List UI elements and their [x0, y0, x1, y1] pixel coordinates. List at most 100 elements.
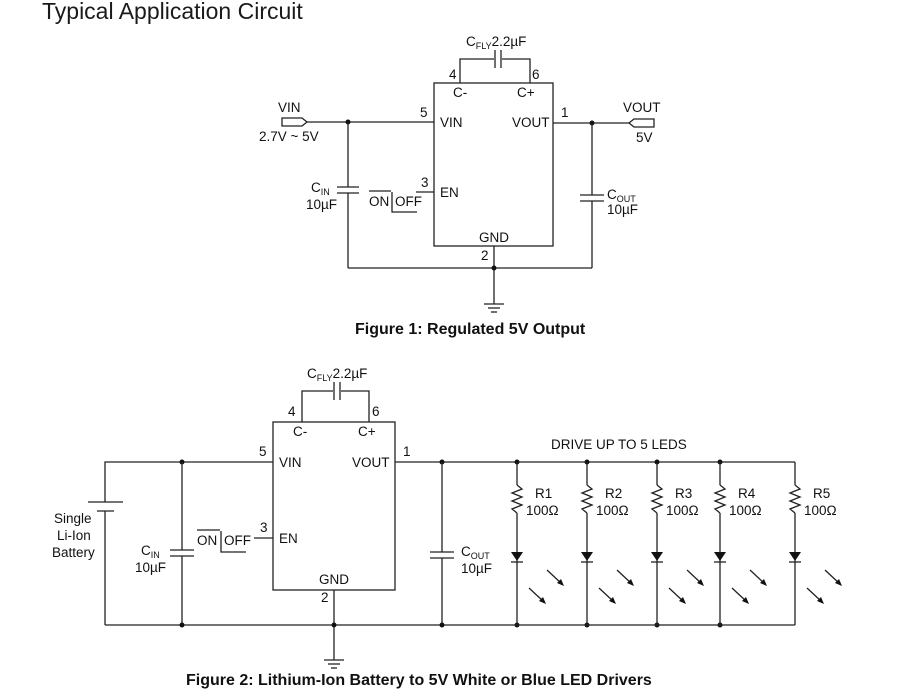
arrow-head — [627, 579, 634, 586]
resistor-icon — [713, 484, 727, 514]
light-arrow-icon — [806, 587, 824, 604]
arrow-head — [760, 579, 767, 586]
light-arrow-icon — [598, 587, 616, 604]
pin-name: VOUT — [352, 455, 390, 470]
resistor-icon — [650, 484, 664, 514]
light-arrow-icon — [528, 587, 546, 604]
junction-dot — [331, 622, 337, 628]
pin-name: C- — [293, 424, 307, 439]
page-title: Typical Application Circuit — [42, 0, 303, 24]
pin-num: 6 — [372, 404, 380, 419]
light-arrow-icon — [824, 569, 842, 586]
pin-name: C- — [453, 85, 467, 100]
light-arrow-icon — [749, 569, 767, 586]
resistor-name: R4 — [738, 486, 756, 501]
led-branch: R5 100Ω — [788, 462, 842, 625]
battery-label-line: Li-Ion — [57, 528, 91, 543]
switch-bracket — [220, 531, 246, 553]
cfly-wire-left — [301, 390, 333, 422]
arrow-head — [609, 597, 616, 604]
resistor-value: 100Ω — [729, 503, 762, 518]
arrow-head — [697, 579, 704, 586]
pin-num: 2 — [321, 590, 329, 605]
figure-2: CFLY2.2µF 4 6 C- C+ 5 VIN Single Li-Ion … — [52, 366, 842, 689]
cin-value: 10µF — [306, 197, 337, 212]
light-arrow-icon — [616, 569, 634, 586]
junction-dot — [439, 622, 445, 628]
battery-label-line: Single — [54, 511, 92, 526]
arrow-head — [557, 579, 564, 586]
led-diode-icon — [789, 552, 801, 561]
resistor-icon — [580, 484, 594, 514]
resistor-icon — [788, 484, 802, 514]
cfly-label: CFLY2.2µF — [307, 366, 367, 383]
pin-name: VOUT — [512, 115, 550, 130]
light-arrow-icon — [668, 587, 686, 604]
resistor-value: 100Ω — [666, 503, 699, 518]
led-branch: R1 100Ω — [510, 459, 564, 628]
led-diode-icon — [651, 552, 663, 561]
battery-icon — [88, 501, 123, 625]
vout-label: VOUT — [623, 100, 661, 115]
light-arrow-icon — [686, 569, 704, 586]
pin-name: VIN — [279, 455, 302, 470]
switch-on-label: ON — [197, 533, 217, 548]
vout-port-icon — [627, 118, 655, 128]
figure-1: CFLY2.2µF 4 6 C- C+ VIN 2.7V ~ 5V 5 VIN … — [259, 34, 661, 338]
junction-dot — [491, 265, 497, 271]
led-diode-icon — [714, 552, 726, 561]
pin-num: 2 — [481, 248, 489, 263]
arrow-head — [539, 597, 546, 604]
battery-label-line: Battery — [52, 545, 95, 560]
vin-port-icon — [281, 117, 309, 127]
pin-num: 6 — [532, 67, 540, 82]
vin-wire — [104, 461, 273, 502]
resistor-name: R1 — [535, 486, 552, 501]
led-header: DRIVE UP TO 5 LEDS — [551, 437, 687, 452]
light-arrow-icon — [731, 587, 749, 604]
pin-name: C+ — [517, 85, 535, 100]
resistor-name: R5 — [813, 486, 830, 501]
pin-num: 5 — [420, 105, 428, 120]
pin-num: 4 — [449, 67, 457, 82]
cfly-label: CFLY2.2µF — [466, 34, 526, 51]
resistor-value: 100Ω — [526, 503, 559, 518]
cout-label: COUT — [607, 187, 636, 204]
pin-name: GND — [479, 230, 509, 245]
pin-name: GND — [319, 572, 349, 587]
pin-name: EN — [279, 531, 298, 546]
cfly-wire-left — [459, 58, 494, 83]
pin-num: 5 — [259, 444, 267, 459]
pin-num: 3 — [260, 520, 268, 535]
resistor-icon — [510, 484, 524, 514]
switch-off-label: OFF — [224, 533, 251, 548]
led-branch: R4 100Ω — [713, 459, 767, 628]
ground-icon — [324, 659, 344, 669]
arrow-head — [817, 597, 824, 604]
pin-num: 3 — [421, 175, 429, 190]
resistor-value: 100Ω — [596, 503, 629, 518]
pin-name: EN — [440, 185, 459, 200]
light-arrow-icon — [546, 569, 564, 586]
pin-num: 4 — [288, 404, 296, 419]
resistor-value: 100Ω — [804, 503, 837, 518]
cout-value: 10µF — [607, 202, 638, 217]
switch-off-label: OFF — [395, 194, 422, 209]
arrow-head — [679, 597, 686, 604]
cfly-wire-right — [502, 58, 531, 83]
pin-num: 1 — [403, 444, 411, 459]
ic-body-fig1 — [433, 82, 554, 247]
switch-on-label: ON — [369, 194, 389, 209]
led-diode-icon — [581, 552, 593, 561]
cin-label: CIN — [311, 180, 330, 197]
pin-name: C+ — [358, 424, 376, 439]
junction-dot — [179, 622, 185, 628]
cin-label: CIN — [141, 543, 160, 560]
ground-icon — [484, 303, 504, 313]
ic-body-fig2 — [272, 421, 396, 591]
cout-value: 10µF — [461, 561, 492, 576]
arrow-head — [742, 597, 749, 604]
